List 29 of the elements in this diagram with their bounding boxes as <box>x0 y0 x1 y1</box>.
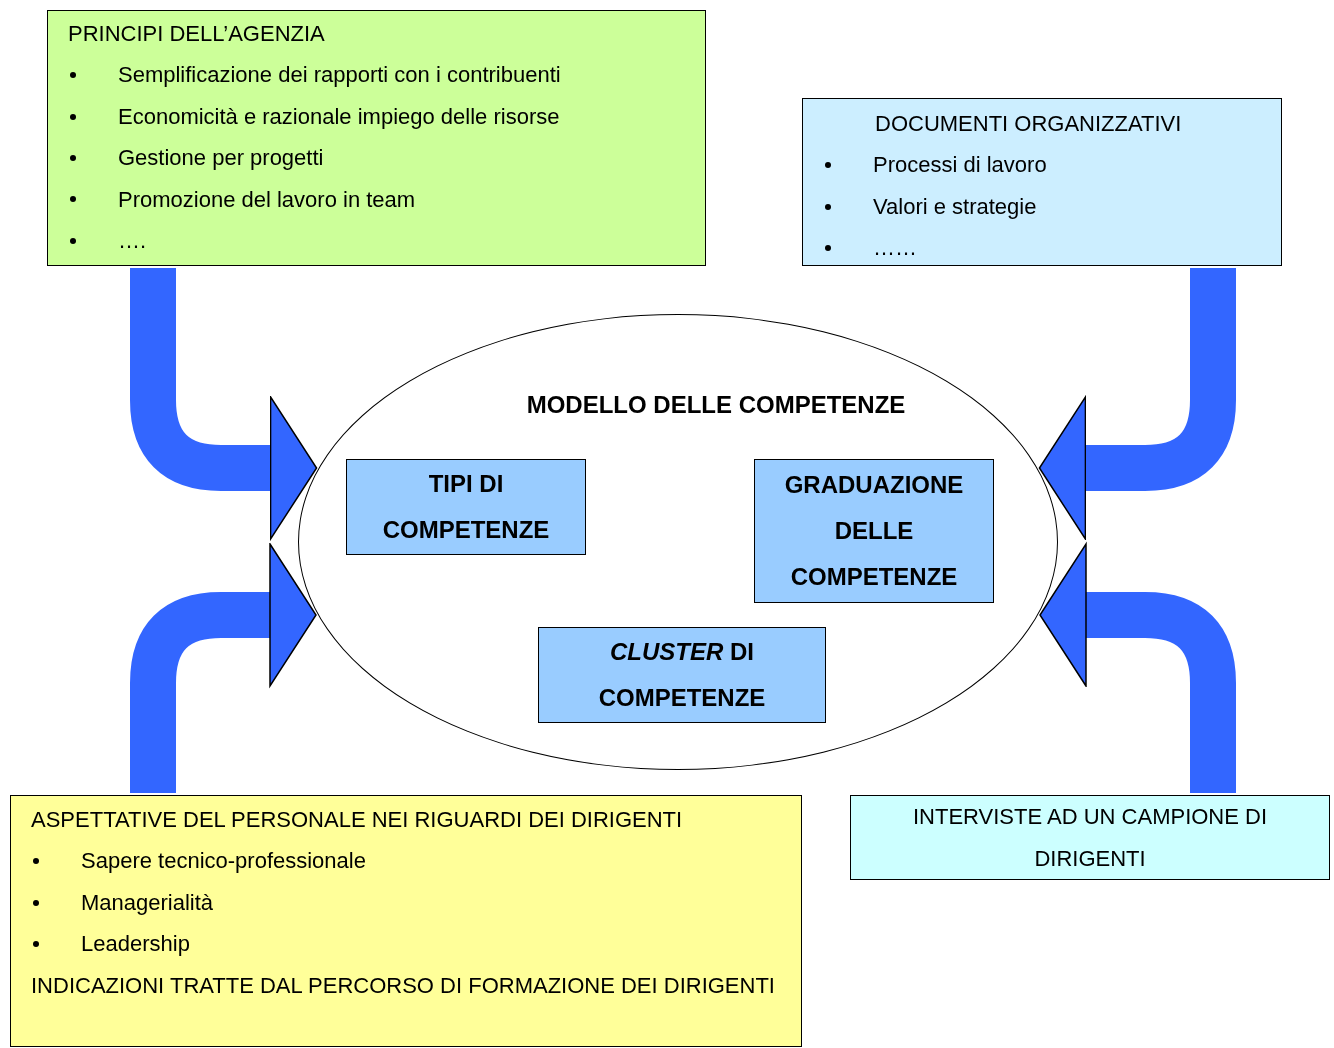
box-text: TIPI DI COMPETENZE <box>381 469 551 545</box>
competence-box <box>754 459 994 603</box>
bullet-item: Sapere tecnico-professionale <box>81 847 366 876</box>
bullet-item: Promozione del lavoro in team <box>118 185 416 214</box>
block-arrow <box>1038 268 1236 540</box>
text-box <box>10 795 802 1047</box>
text-box <box>802 98 1282 266</box>
bullet-item: Semplificazione dei rapporti con i contribuenti <box>118 61 561 90</box>
box-text: INTERVISTE AD UN CAMPIONE DI DIRIGENTI <box>911 803 1269 873</box>
bullet-item: Valori e strategie <box>873 192 1037 221</box>
text-box <box>850 795 1330 880</box>
box-heading: DOCUMENTI ORGANIZZATIVI <box>874 110 1183 138</box>
bullet-item: Processi di lavoro <box>873 151 1047 180</box>
competence-box <box>346 459 586 555</box>
block-arrow <box>130 268 318 540</box>
bullet-item: …… <box>873 234 917 263</box>
box-heading: ASPETTATIVE DEL PERSONALE NEI RIGUARDI DEI DIRIGENTI <box>31 806 684 834</box>
bullet-item: Gestione per progetti <box>118 144 324 173</box>
text-box <box>47 10 706 266</box>
ellipse-title: MODELLO DELLE COMPETENZE <box>525 390 907 420</box>
box-heading: PRINCIPI DELL’AGENZIA <box>68 20 326 48</box>
bullet-item: Leadership <box>81 930 190 959</box>
box-text: CLUSTER DI COMPETENZE <box>597 637 767 713</box>
competence-box <box>538 627 826 723</box>
bullet-item: …. <box>118 227 147 256</box>
bullet-item: Managerialità <box>81 888 214 917</box>
box-text: GRADUAZIONE DELLE COMPETENZE <box>783 470 965 592</box>
bullet-item: Economicità e razionale impiego delle risorse <box>118 102 560 131</box>
box-note: INDICAZIONI TRATTE DAL PERCORSO DI FORMAZIONE DEI DIRIGENTI <box>31 971 776 1000</box>
